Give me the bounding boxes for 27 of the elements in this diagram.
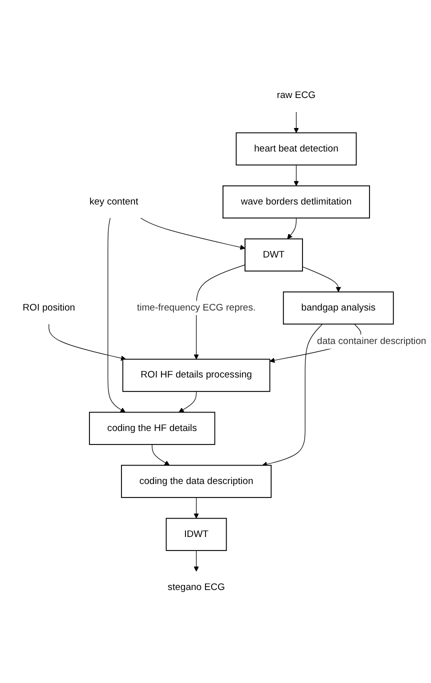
node-text: raw ECG [276,90,316,100]
arrow [262,324,323,467]
node-box [244,238,303,272]
node-box [121,464,272,498]
arrow [178,390,197,412]
node-text: ROI position [22,302,76,313]
node-box [166,518,227,551]
arrow [48,324,126,361]
arrow [140,218,246,250]
arrow [194,497,199,518]
node-text: key content [89,196,138,207]
node-box [282,291,394,324]
node-box [236,132,357,166]
flowchart: time-frequency ECG repres. data container description key content raw ECG ROI position heart beat detection wave borders detlimitation DWT bandgap analysis ROI HF details processing coding the HF details coding the data description IDWT stegano ECG [0,74,431,608]
arrow [294,164,299,186]
edge-label: time-frequency ECG repres. [136,302,256,313]
node-text: stegano ECG [168,582,225,592]
edge-label: data container description [317,336,426,346]
node-box [88,412,216,445]
arrow [302,266,341,292]
node-box [222,185,370,218]
arrow [108,218,126,412]
node-box [122,358,270,392]
arrow [294,111,299,133]
arrow [287,218,297,239]
arrow [152,444,170,466]
arrow [194,550,199,572]
